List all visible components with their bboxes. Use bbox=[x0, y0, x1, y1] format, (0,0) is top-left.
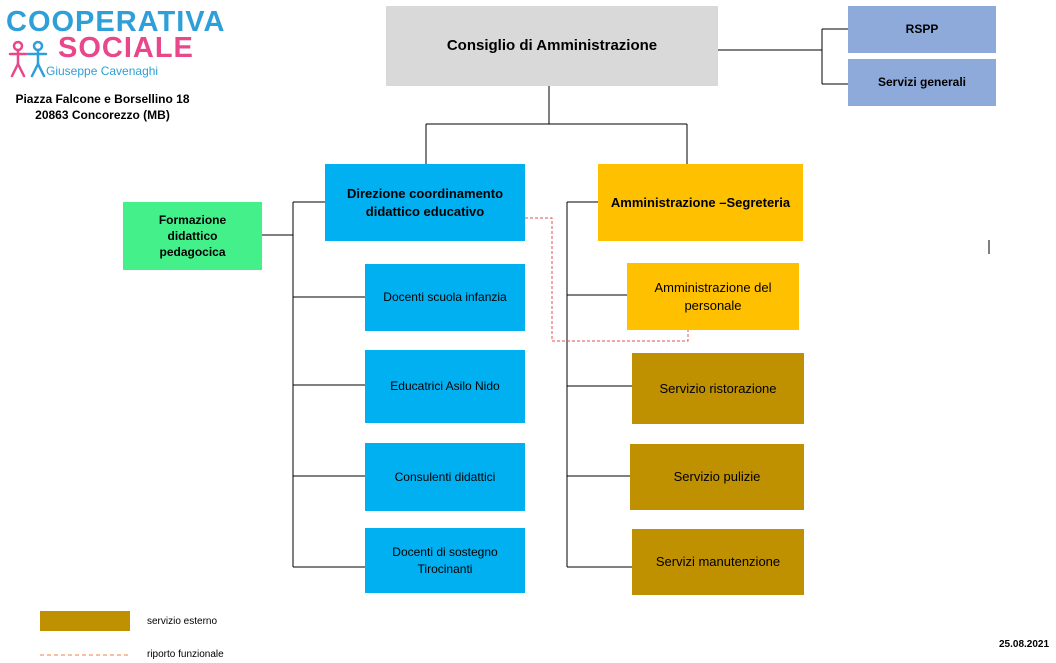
node-admin-secretariat: Amministrazione –Segreteria bbox=[598, 164, 803, 241]
node-direction-label-1: Direzione coordinamento bbox=[346, 185, 504, 201]
node-board-label: Consiglio di Amministrazione bbox=[446, 36, 658, 54]
node-infancy-teachers-label: Docenti scuola infanzia bbox=[383, 290, 507, 305]
node-nursery-educators-label: Educatrici Asilo Nido bbox=[390, 379, 500, 394]
logo-text-cooperativa: COOPERATIVA bbox=[6, 6, 226, 38]
node-rspp-label: RSPP bbox=[905, 22, 939, 37]
legend-functional-label: riporto funzionale bbox=[147, 649, 224, 660]
node-support-teachers-label-1: Docenti di sostegno bbox=[392, 545, 498, 560]
address-line-2: 20863 Concorezzo (MB) bbox=[35, 107, 170, 122]
node-training-label-1: Formazione bbox=[158, 212, 227, 227]
children-figures-icon bbox=[8, 40, 48, 78]
node-catering-label: Servizio ristorazione bbox=[659, 380, 777, 396]
address: Piazza Falcone e Borsellino 18 20863 Con… bbox=[0, 92, 205, 123]
logo-text-name: Giuseppe Cavenaghi bbox=[46, 64, 159, 78]
node-infancy-teachers: Docenti scuola infanzia bbox=[365, 264, 525, 331]
node-nursery-educators: Educatrici Asilo Nido bbox=[365, 350, 525, 423]
legend-external-swatch bbox=[40, 611, 130, 631]
node-direction: Direzione coordinamento didattico educat… bbox=[325, 164, 525, 241]
node-support-teachers-label-2: Tirocinanti bbox=[417, 561, 473, 576]
node-personnel-admin-label-2: personale bbox=[684, 297, 742, 313]
node-cleaning-label: Servizio pulizie bbox=[673, 469, 761, 485]
node-general-services: Servizi generali bbox=[848, 59, 996, 106]
node-board: Consiglio di Amministrazione bbox=[386, 6, 718, 86]
node-personnel-admin: Amministrazione del personale bbox=[627, 263, 799, 330]
node-cleaning: Servizio pulizie bbox=[630, 444, 804, 510]
node-direction-label-2: didattico educativo bbox=[365, 203, 485, 219]
logo-text-sociale: SOCIALE bbox=[58, 32, 194, 64]
node-maintenance-label: Servizi manutenzione bbox=[655, 554, 781, 570]
address-line-1: Piazza Falcone e Borsellino 18 bbox=[15, 92, 190, 106]
node-consultants: Consulenti didattici bbox=[365, 443, 525, 511]
legend-external-label: servizio esterno bbox=[147, 616, 218, 627]
node-admin-secretariat-label: Amministrazione –Segreteria bbox=[610, 194, 791, 210]
node-maintenance: Servizi manutenzione bbox=[632, 529, 804, 595]
node-personnel-admin-label-1: Amministrazione del bbox=[654, 279, 772, 295]
node-rspp: RSPP bbox=[848, 6, 996, 53]
node-training-label-2: didattico bbox=[167, 228, 218, 243]
node-support-teachers: Docenti di sostegno Tirocinanti bbox=[365, 528, 525, 593]
node-general-services-label: Servizi generali bbox=[877, 75, 967, 90]
node-consultants-label: Consulenti didattici bbox=[394, 469, 496, 484]
logo: COOPERATIVA SOCIALE Giuseppe Cavenaghi bbox=[6, 4, 224, 84]
document-date: 25.08.2021 bbox=[999, 639, 1050, 650]
node-catering: Servizio ristorazione bbox=[632, 353, 804, 424]
node-training-label-3: pedagocica bbox=[159, 245, 226, 260]
node-training: Formazione didattico pedagocica bbox=[123, 202, 262, 270]
